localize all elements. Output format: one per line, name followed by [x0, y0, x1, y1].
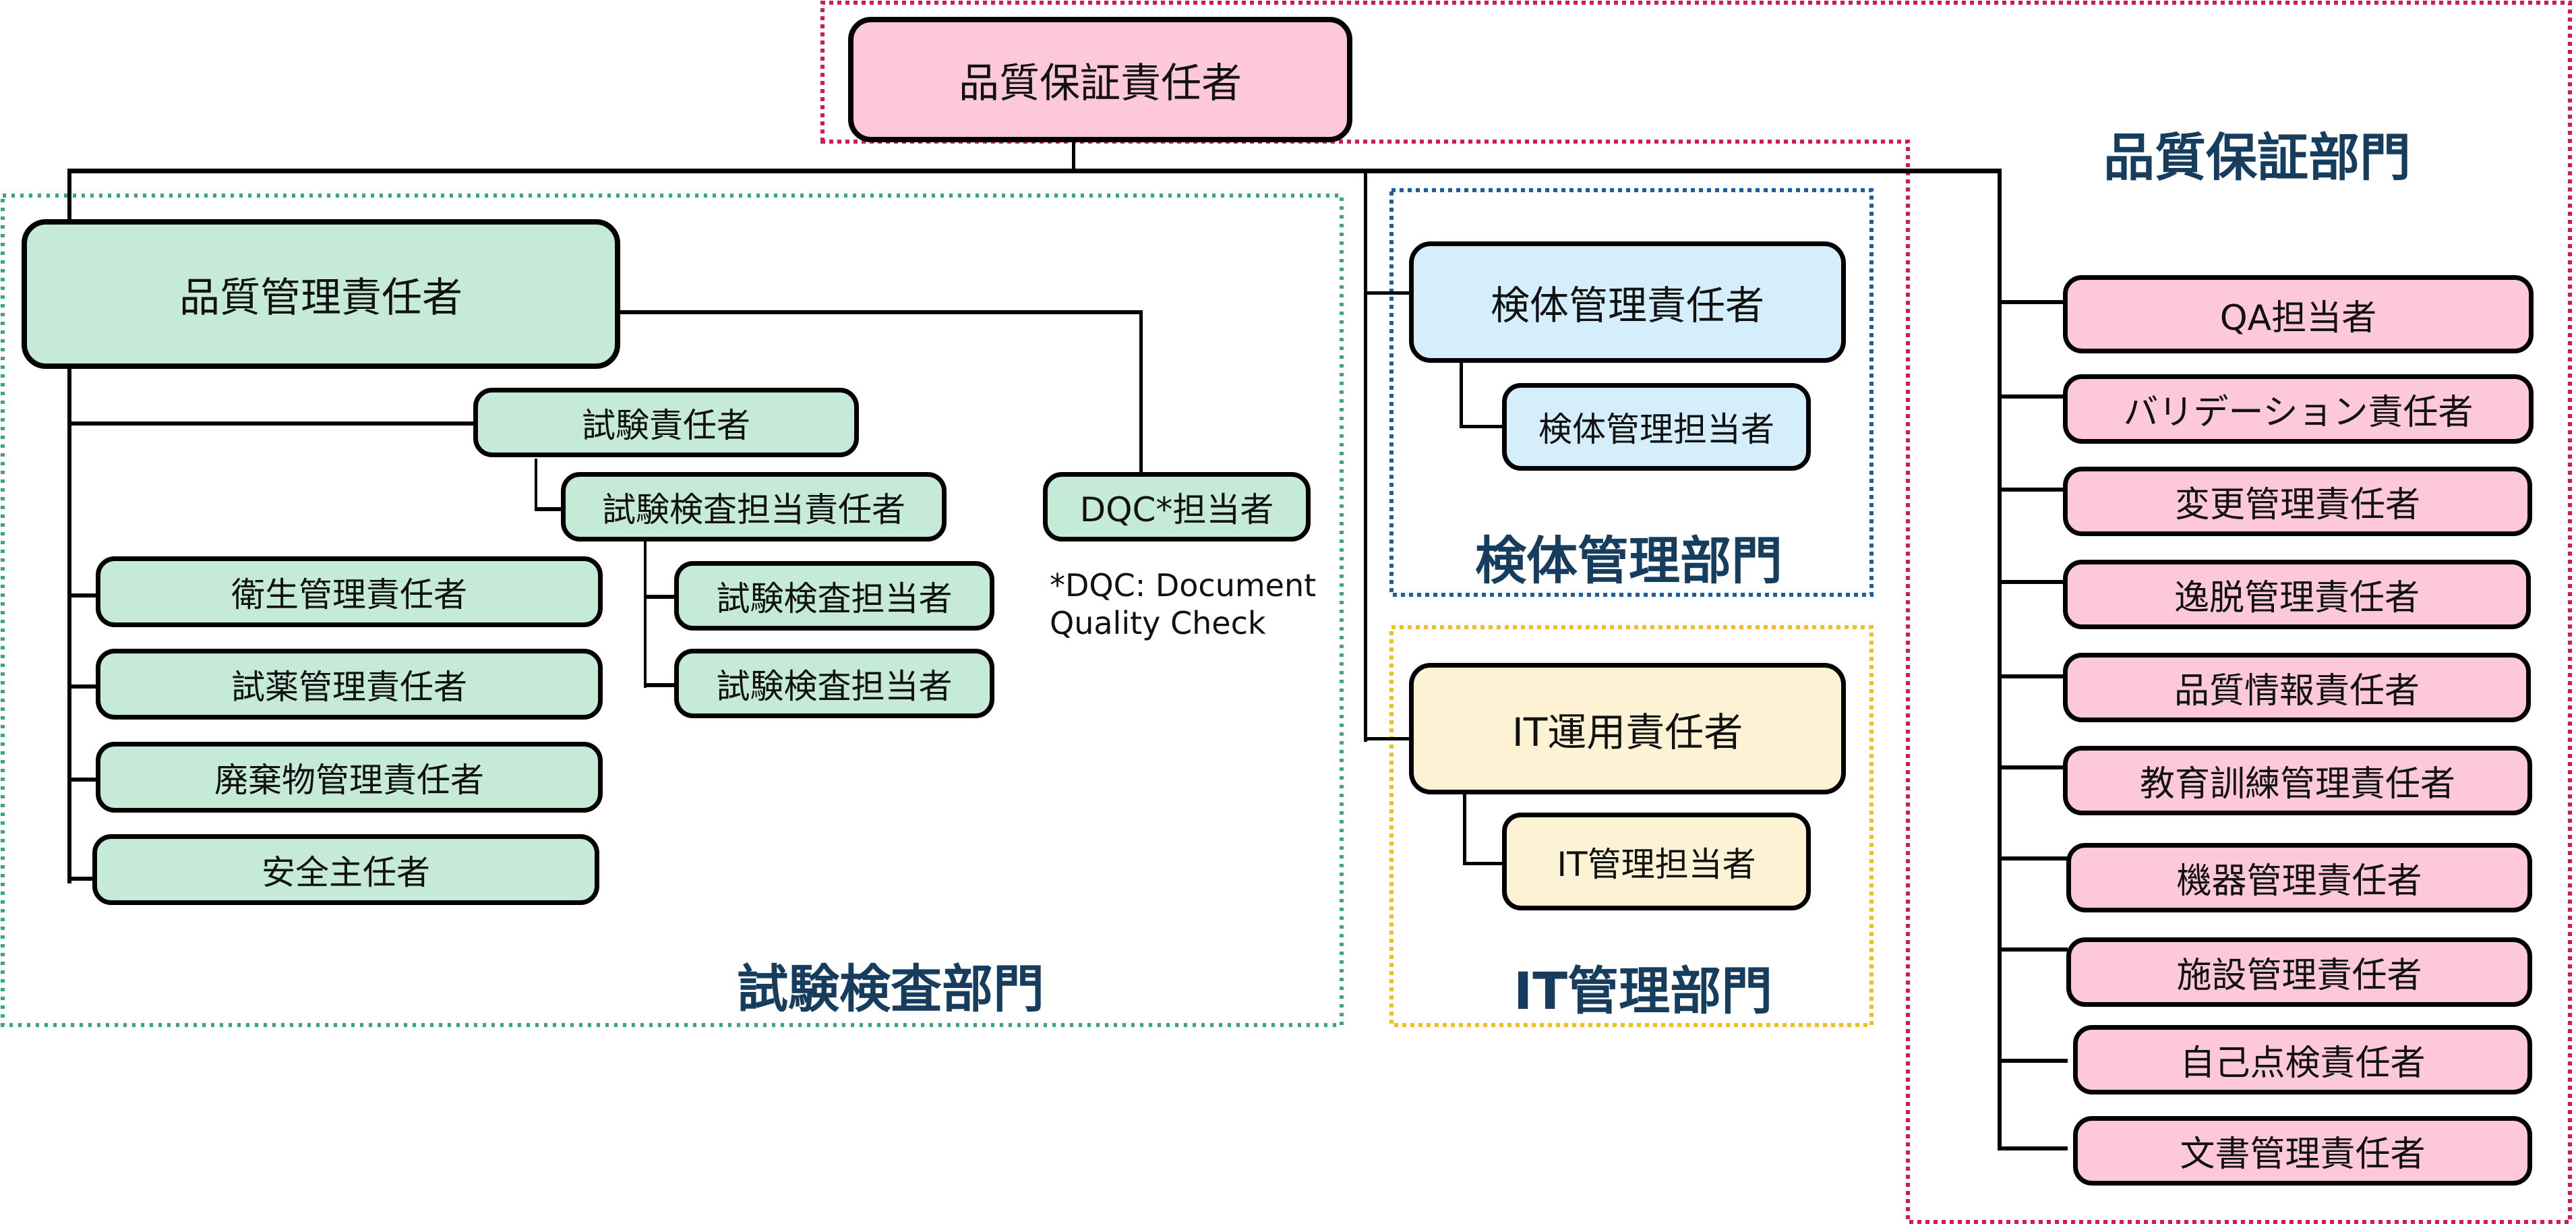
connector	[1998, 856, 2068, 860]
test-manager-box[interactable]: 試験責任者	[473, 388, 859, 457]
connector	[1364, 737, 1412, 740]
connector	[1364, 291, 1412, 295]
qa-member-box[interactable]: 品質情報責任者	[2063, 653, 2531, 722]
inspector-box[interactable]: 試験検査担当者	[674, 561, 994, 631]
connector	[67, 421, 479, 426]
connector	[67, 364, 71, 883]
connector	[1463, 862, 1507, 865]
connector	[67, 593, 100, 597]
dqc-note-line: *DQC: Document	[1050, 567, 1317, 604]
qa-director-label: 品質保証責任者	[959, 59, 1242, 107]
qa-member-box[interactable]: バリデーション責任者	[2063, 374, 2534, 444]
connector	[1998, 580, 2068, 584]
specimen-department-border	[1389, 188, 1874, 597]
qa-member-label: 変更管理責任者	[2174, 485, 2420, 525]
connector	[1139, 310, 1143, 475]
qa-department-border	[820, 1, 2572, 1224]
waste-manager-label: 廃棄物管理責任者	[214, 760, 484, 800]
inspector-label: 試験検査担当者	[716, 579, 953, 618]
test-manager-label: 試験責任者	[582, 405, 750, 445]
qa-member-label: 逸脱管理責任者	[2174, 578, 2420, 618]
qa-department-label: 品質保証部門	[2103, 127, 2411, 187]
safety-chief-box[interactable]: 安全主任者	[92, 834, 599, 905]
dqc-staff-label: DQC*担当者	[1079, 490, 1274, 529]
connector	[67, 877, 100, 881]
hygiene-manager-label: 衛生管理責任者	[231, 575, 467, 614]
qa-member-label: 機器管理責任者	[2176, 861, 2422, 902]
specimen-staff-label: 検体管理担当者	[1538, 410, 1774, 449]
qa-member-box[interactable]: 逸脱管理責任者	[2063, 560, 2531, 629]
connector	[644, 539, 647, 688]
connector	[644, 683, 678, 687]
qa-member-box[interactable]: 変更管理責任者	[2063, 467, 2532, 536]
connector	[67, 778, 100, 782]
inspector-label: 試験検査担当者	[716, 666, 953, 706]
qa-member-label: バリデーション責任者	[2123, 392, 2474, 433]
testing-department-label: 試験検査部門	[737, 959, 1044, 1019]
connector	[1998, 765, 2068, 769]
connector	[67, 169, 2001, 173]
connector	[1998, 300, 2068, 304]
it-department-border	[1389, 625, 1874, 1027]
quality-control-manager-box[interactable]: 品質管理責任者	[22, 219, 620, 369]
it-staff-label: IT管理担当者	[1557, 844, 1756, 884]
connector	[1998, 674, 2068, 678]
connector	[644, 595, 678, 599]
it-operations-manager-box[interactable]: IT運用責任者	[1409, 663, 1846, 794]
specimen-department-label: 検体管理部門	[1475, 531, 1783, 591]
reagent-manager-box[interactable]: 試薬管理責任者	[96, 649, 603, 720]
it-operations-manager-label: IT運用責任者	[1511, 709, 1743, 755]
quality-control-manager-label: 品質管理責任者	[179, 274, 462, 322]
qa-member-label: 品質情報責任者	[2174, 671, 2420, 711]
qa-member-box[interactable]: 文書管理責任者	[2073, 1116, 2532, 1186]
connector	[1998, 395, 2068, 399]
connector	[1460, 357, 1463, 428]
connector	[1998, 947, 2068, 952]
specimen-manager-label: 検体管理責任者	[1490, 283, 1764, 328]
safety-chief-label: 安全主任者	[262, 852, 430, 892]
connector	[1463, 792, 1466, 863]
connector	[617, 310, 1143, 314]
waste-manager-box[interactable]: 廃棄物管理責任者	[96, 742, 603, 813]
qa-member-label: 文書管理責任者	[2180, 1134, 2426, 1175]
specimen-staff-box[interactable]: 検体管理担当者	[1502, 383, 1811, 471]
inspection-lead-label: 試験検査担当責任者	[602, 490, 905, 529]
connector	[1998, 1146, 2068, 1150]
connector	[1072, 138, 1075, 172]
reagent-manager-label: 試薬管理責任者	[231, 667, 467, 707]
qa-member-box[interactable]: QA担当者	[2063, 275, 2534, 353]
connector	[1460, 425, 1507, 428]
connector	[67, 684, 100, 689]
inspector-box[interactable]: 試験検査担当者	[674, 649, 994, 718]
qa-member-label: QA担当者	[2219, 297, 2377, 339]
inspection-lead-box[interactable]: 試験検査担当責任者	[561, 472, 947, 542]
dqc-note: *DQC: Document Quality Check	[1050, 566, 1316, 642]
qa-member-label: 施設管理責任者	[2176, 956, 2422, 996]
connector	[1998, 488, 2068, 492]
it-department-label: IT管理部門	[1514, 961, 1773, 1021]
qa-member-box[interactable]: 機器管理責任者	[2066, 843, 2532, 912]
hygiene-manager-box[interactable]: 衛生管理責任者	[96, 556, 603, 627]
dqc-staff-box[interactable]: DQC*担当者	[1043, 472, 1311, 542]
qa-member-label: 教育訓練管理責任者	[2139, 764, 2455, 805]
qa-director-box[interactable]: 品質保証責任者	[848, 17, 1352, 142]
dqc-note-line: Quality Check	[1050, 605, 1266, 641]
it-staff-box[interactable]: IT管理担当者	[1502, 813, 1811, 910]
connector	[1998, 169, 2002, 1150]
connector	[535, 459, 537, 511]
qa-member-box[interactable]: 自己点検責任者	[2073, 1025, 2532, 1094]
connector	[535, 507, 565, 511]
qa-member-label: 自己点検責任者	[2180, 1043, 2426, 1084]
qa-member-box[interactable]: 教育訓練管理責任者	[2063, 746, 2532, 815]
specimen-manager-box[interactable]: 検体管理責任者	[1409, 241, 1846, 363]
qa-member-box[interactable]: 施設管理責任者	[2066, 937, 2532, 1007]
connector	[67, 169, 71, 223]
testing-department-border	[1, 194, 1344, 1027]
connector	[1364, 169, 1367, 742]
connector	[1998, 1059, 2068, 1063]
